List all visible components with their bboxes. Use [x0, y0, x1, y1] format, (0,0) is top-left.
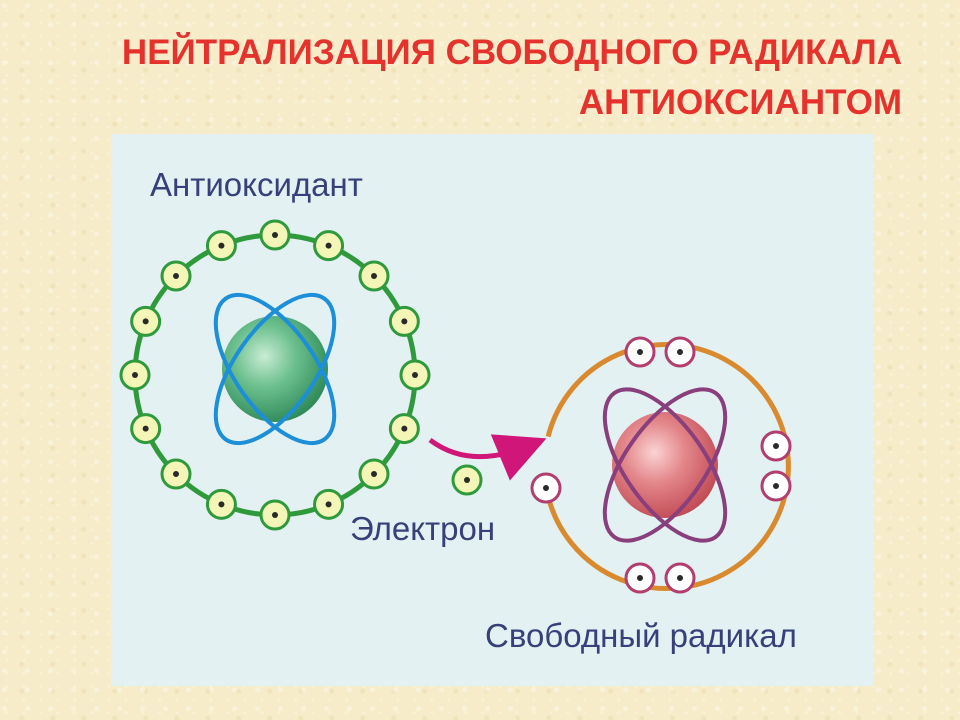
electron-dot [637, 349, 643, 355]
antioxidant-electrons [119, 219, 431, 531]
electron-dot [132, 372, 138, 378]
electron-dot [412, 372, 418, 378]
electron-dot [637, 575, 643, 581]
electron-dot [325, 242, 332, 249]
free-radical-nucleus [612, 412, 718, 518]
title-line-1: НЕЙТРАЛИЗАЦИЯ СВОБОДНОГО РАДИКАЛА [121, 33, 902, 72]
free-radical-orbit-1 [602, 387, 728, 543]
transfer-arrow [428, 434, 547, 481]
electron-dot [401, 425, 408, 432]
slide-title: НЕЙТРАЛИЗАЦИЯ СВОБОДНОГО РАДИКАЛА АНТИОК… [82, 28, 902, 128]
antioxidant-label: Антиоксидант [150, 166, 363, 203]
diagram-panel [111, 134, 873, 686]
electron-dot [218, 242, 225, 249]
free-radical-electrons [530, 336, 792, 594]
antioxidant-atom [119, 219, 431, 531]
free-radical-label: Свободный радикал [485, 617, 797, 654]
electron-dot [218, 501, 225, 508]
free-radical-atom [530, 336, 792, 594]
electron-dot [773, 443, 779, 449]
antioxidant-orbit-1 [213, 292, 337, 446]
electron-dot [401, 318, 408, 325]
electron-dot [370, 273, 377, 280]
title-line-2: АНТИОКСИАНТОМ [578, 83, 902, 122]
electron-dot [370, 470, 377, 477]
electron-dot [142, 318, 149, 325]
electron-dot [142, 425, 149, 432]
electron-dot [173, 273, 180, 280]
electron-dot [272, 232, 278, 238]
transferred-electron [451, 464, 483, 496]
electron-dot [272, 512, 278, 518]
antioxidant-nucleus [222, 316, 328, 422]
electron-dot [677, 349, 683, 355]
electron-dot [173, 470, 180, 477]
electron-dot [543, 485, 549, 491]
electron-label: Электрон [350, 510, 495, 547]
electron-dot [464, 477, 470, 483]
electron-dot [677, 575, 683, 581]
electron-dot [325, 501, 332, 508]
free-radical-outer-ring [545, 342, 791, 591]
arrow-curve [428, 434, 547, 481]
electron-dot [773, 483, 779, 489]
free-radical-orbit-2 [602, 387, 728, 543]
antioxidant-orbit-2 [213, 292, 337, 446]
